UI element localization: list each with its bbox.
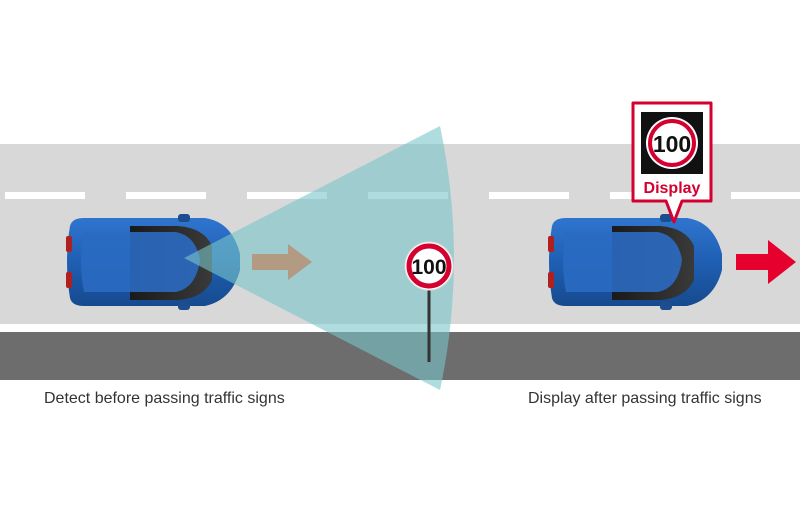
roadside-sign-value: 100: [411, 256, 446, 279]
display-label: Display: [644, 180, 701, 197]
caption-display: Display after passing traffic signs: [528, 390, 762, 407]
camera-field-of-view: [184, 126, 454, 390]
caption-detect: Detect before passing traffic signs: [44, 390, 285, 407]
car-detecting: [66, 214, 240, 310]
display-speed-value: 100: [653, 131, 691, 157]
roadside-speed-sign: 100: [404, 241, 454, 362]
car-displaying: [548, 214, 722, 310]
detect-direction-arrow: [252, 244, 312, 280]
dashboard-display-callout: 100 Display: [631, 101, 713, 224]
display-direction-arrow: [736, 240, 796, 284]
